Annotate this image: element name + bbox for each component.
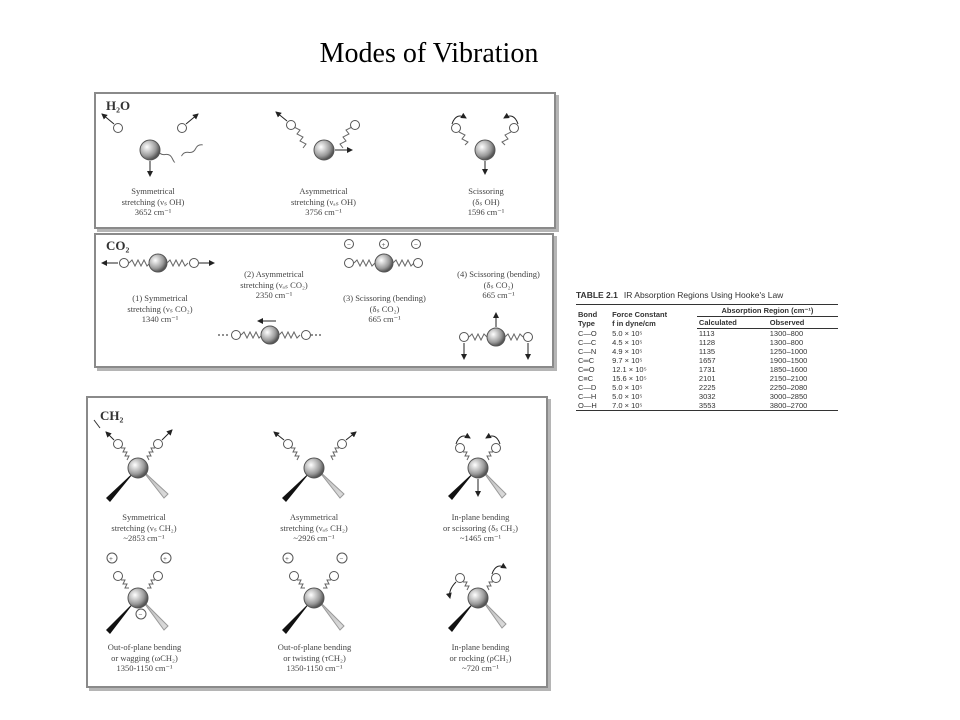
ch2-asymmetric-stretch-diagram	[273, 431, 357, 502]
h2o-asymmetric-stretch-diagram	[275, 111, 360, 161]
co2-scissoring-in-plane-diagram: − + −	[344, 239, 423, 273]
h2o-symmetric-stretch-diagram	[101, 113, 203, 177]
obs-cell: 3000–2850	[769, 392, 808, 401]
ch2-mode-3-caption: In-plane bending or scissoring (δₛ CH₂) …	[442, 512, 519, 543]
svg-text:−: −	[347, 241, 351, 249]
force-cell: 4.5 × 10⁵	[612, 338, 643, 347]
obs-cell: 1250–1000	[769, 347, 808, 356]
h2o-molecule-diagrams	[101, 111, 519, 177]
force-cell: 7.0 × 10⁵	[612, 401, 643, 410]
ch2-scissoring-diagram	[448, 432, 507, 500]
h2o-label: H₂O	[106, 98, 131, 113]
co2-scissoring-out-of-plane-diagram	[459, 312, 533, 360]
calc-cell: 3032	[698, 392, 716, 401]
h2o-scissoring-diagram	[451, 112, 519, 175]
bond-cell: C≡C	[578, 374, 594, 383]
obs-cell: 3800–2700	[769, 401, 808, 410]
co2-symmetric-stretch-diagram	[101, 253, 215, 273]
obs-cell: 2250–2080	[769, 383, 808, 392]
table-row: C—D 5.0 × 10⁵ 2225 2250–2080	[576, 383, 838, 392]
calc-cell: 3553	[698, 401, 716, 410]
force-cell: 12.1 × 10⁵	[612, 365, 647, 374]
bond-cell: C—H	[578, 392, 597, 401]
table-title-text: IR Absorption Regions Using Hooke's Law	[623, 290, 784, 300]
ch2-panel: CH₂	[86, 396, 548, 688]
calculated-header: Calculated	[696, 316, 768, 329]
co2-mode-2-caption: (2) Asymmetrical stretching (νₐₛ CO₂) 23…	[240, 269, 308, 300]
h2o-mode-1-caption: Symmetrical stretching (νₛ OH) 3652 cm⁻¹	[121, 186, 185, 217]
calc-cell: 1113	[698, 329, 715, 338]
ch2-mode-6-caption: In-plane bending or rocking (ρCH₂) ~720 …	[449, 642, 512, 673]
page-title: Modes of Vibration	[319, 38, 539, 69]
svg-text:+: +	[382, 241, 386, 249]
calc-cell: 1731	[698, 365, 716, 374]
table-row: C═C 9.7 × 10⁵ 1657 1900–1500	[576, 356, 838, 365]
obs-cell: 1300–800	[769, 329, 804, 338]
ch2-symmetric-stretch-diagram	[105, 429, 173, 502]
obs-cell: 2150–2100	[769, 374, 808, 383]
table-title: TABLE 2.1 IR Absorption Regions Using Hoo…	[576, 290, 838, 300]
table-row: C—O 5.0 × 10⁵ 1113 1300–800	[576, 329, 838, 339]
bond-cell: C—N	[578, 347, 597, 356]
calc-cell: 1128	[698, 338, 716, 347]
table-row: O—H 7.0 × 10⁵ 3553 3800–2700	[576, 401, 838, 411]
force-cell: 9.7 × 10⁵	[612, 356, 643, 365]
svg-text:−: −	[414, 241, 418, 249]
force-constant-header: Force Constant f in dyne/cm	[612, 309, 668, 328]
calc-cell: 1135	[698, 347, 716, 356]
obs-cell: 1850–1600	[769, 365, 808, 374]
h2o-mode-2-caption: Asymmetrical stretching (νₐₛ OH) 3756 cm…	[290, 186, 357, 217]
h2o-mode-3-caption: Scissoring (δₛ OH) 1596 cm⁻¹	[467, 186, 505, 217]
co2-label: CO₂	[106, 238, 130, 253]
force-cell: 15.6 × 10⁵	[612, 374, 647, 383]
obs-cell: 1900–1500	[769, 356, 808, 365]
ch2-mode-1-caption: Symmetrical stretching (νₛ CH₂) ~2853 cm…	[111, 512, 177, 543]
absorption-region-header: Absorption Region (cm⁻¹)	[696, 304, 838, 317]
table-grid: Bond Type Force Constant f in dyne/cm Ab…	[576, 304, 838, 411]
table-row: C—N 4.9 × 10⁵ 1135 1250–1000	[576, 347, 838, 356]
h2o-panel: H₂O	[94, 92, 556, 229]
table-row: C—C 4.5 × 10⁵ 1128 1300–800	[576, 338, 838, 347]
svg-text:−: −	[139, 611, 143, 619]
obs-cell: 1300–800	[769, 338, 804, 347]
bond-type-header: Bond Type	[578, 309, 598, 328]
calc-cell: 2225	[698, 383, 716, 392]
bond-cell: C—D	[578, 383, 597, 392]
force-cell: 4.9 × 10⁵	[612, 347, 643, 356]
bond-cell: C═O	[578, 365, 595, 374]
ch2-mode-4-caption: Out-of-plane bending or wagging (ωCH₂) 1…	[107, 642, 182, 673]
table-row: C≡C 15.6 × 10⁵ 2101 2150–2100	[576, 374, 838, 383]
table-row: C—H 5.0 × 10⁵ 3032 3000–2850	[576, 392, 838, 401]
svg-text:+: +	[109, 555, 113, 563]
table-label: TABLE 2.1	[576, 290, 618, 300]
ch2-molecule-diagrams: + + − + −	[93, 419, 507, 634]
ch2-mode-2-caption: Asymmetrical stretching (νₐₛ CH₂) ~2926 …	[280, 512, 348, 543]
force-cell: 5.0 × 10⁵	[612, 383, 643, 392]
ch2-rocking-diagram	[445, 562, 507, 632]
co2-panel: CO₂ − + −	[94, 233, 554, 368]
bond-cell: C═C	[578, 356, 595, 365]
bond-cell: C—O	[578, 328, 597, 338]
ch2-twisting-diagram: + −	[282, 552, 348, 634]
co2-mode-1-caption: (1) Symmetrical stretching (νₛ CO₂) 1340…	[127, 293, 193, 324]
calc-cell: 2101	[698, 374, 716, 383]
force-cell: 5.0 × 10⁵	[612, 328, 643, 338]
svg-text:−: −	[340, 555, 344, 563]
co2-mode-3-caption: (3) Scissoring (bending) (δₛ CO₂) 665 cm…	[343, 293, 426, 324]
table-row: C═O 12.1 × 10⁵ 1731 1850–1600	[576, 365, 838, 374]
ch2-wagging-diagram: + + −	[106, 552, 172, 634]
observed-header: Observed	[767, 316, 838, 329]
co2-molecule-diagrams: − + −	[101, 239, 533, 360]
svg-text:+: +	[163, 555, 167, 563]
ir-absorption-table: TABLE 2.1 IR Absorption Regions Using Hoo…	[576, 290, 838, 411]
force-cell: 5.0 × 10⁵	[612, 392, 643, 401]
bond-cell: C—C	[578, 338, 597, 347]
co2-asymmetric-stretch-diagram	[218, 318, 322, 345]
svg-text:+: +	[285, 555, 289, 563]
calc-cell: 1657	[698, 356, 716, 365]
co2-mode-4-caption: (4) Scissoring (bending) (δₛ CO₂) 665 cm…	[457, 269, 540, 300]
ch2-label: CH₂	[100, 408, 124, 423]
ch2-mode-5-caption: Out-of-plane bending or twisting (τCH₂) …	[277, 642, 352, 673]
bond-cell: O—H	[578, 401, 597, 410]
